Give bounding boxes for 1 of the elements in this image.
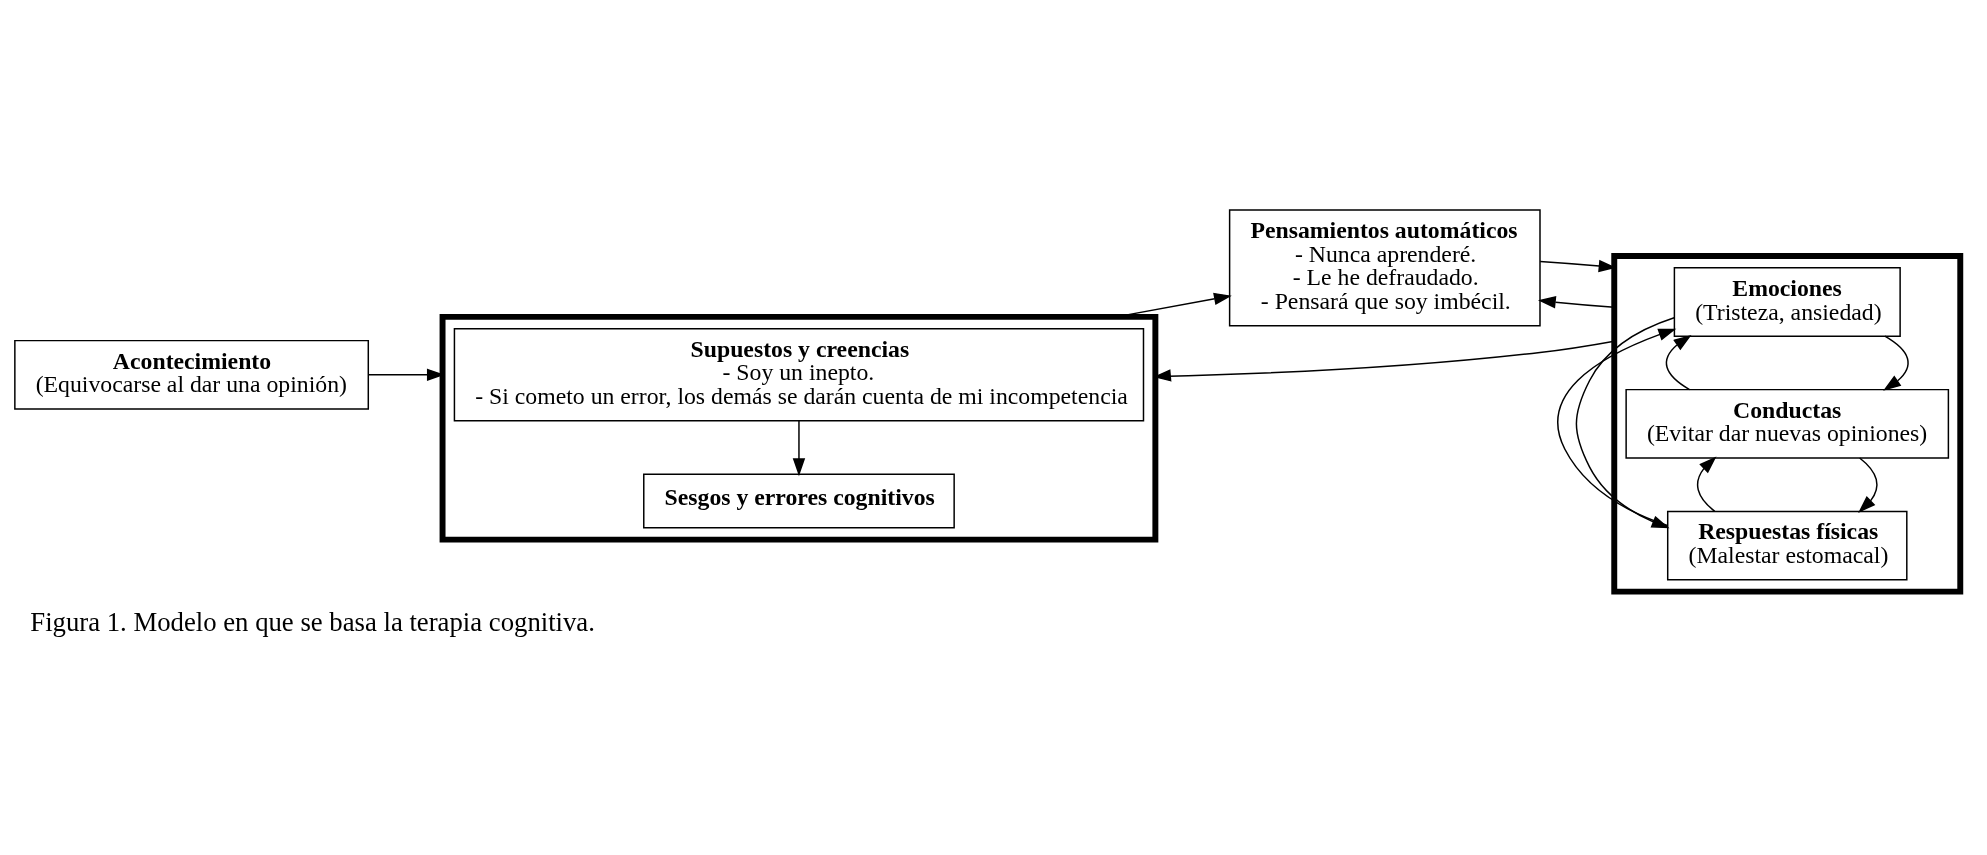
- caption: Figura 1. Modelo en que se basa la terapia cognitiva.: [30, 606, 595, 637]
